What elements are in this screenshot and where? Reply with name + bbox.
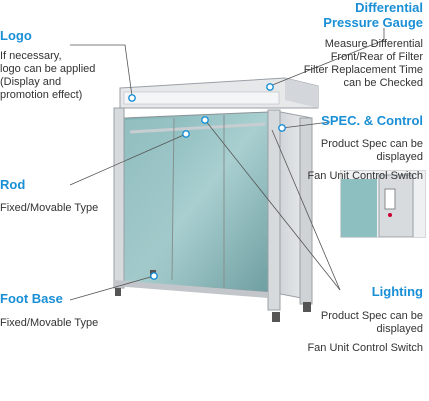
foot-base-desc: Fixed/Movable Type bbox=[0, 317, 99, 329]
gauge-title: Differential Pressure Gauge bbox=[323, 0, 423, 30]
rod-desc: Fixed/Movable Type bbox=[0, 202, 99, 214]
gauge-desc: Measure Differential Front/Rear of Filte… bbox=[303, 38, 423, 89]
spec-desc: Product Spec can be displayed Fan Unit C… bbox=[307, 138, 423, 182]
lighting-desc: Product Spec can be displayed Fan Unit C… bbox=[307, 310, 423, 354]
lighting-title: Lighting bbox=[371, 284, 423, 299]
logo-desc: If necessary, logo can be applied (Displ… bbox=[0, 50, 96, 101]
rod-title: Rod bbox=[0, 177, 26, 192]
spec-title: SPEC. & Control bbox=[321, 113, 423, 128]
control-panel-thumbnail bbox=[340, 170, 426, 238]
foot-base-title: Foot Base bbox=[0, 291, 63, 306]
logo-title: Logo bbox=[0, 28, 32, 43]
leader-lines bbox=[69, 28, 385, 301]
